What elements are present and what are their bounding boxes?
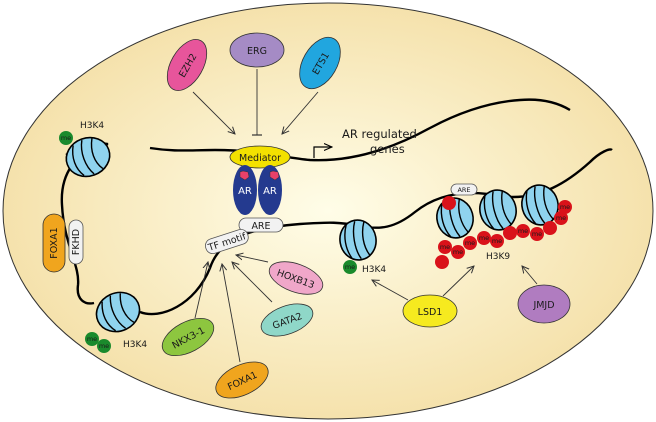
ets1-arrow xyxy=(282,91,319,134)
svg-text:Mediator: Mediator xyxy=(239,153,281,164)
androgen-ligand-left xyxy=(239,170,250,181)
hoxb13-arrow xyxy=(236,255,269,263)
svg-text:LSD1: LSD1 xyxy=(418,307,443,318)
genes-label-line1: AR regulated xyxy=(342,127,417,141)
methyl-middle: me xyxy=(343,260,357,274)
nkx3-1-protein: NKX3-1 xyxy=(161,317,215,357)
h3k4-label-top-left: H3K4 xyxy=(80,121,104,131)
svg-text:AR: AR xyxy=(263,186,277,197)
methyl-top-left: me xyxy=(59,131,73,145)
foxa1-bottom-arrow xyxy=(222,264,241,363)
nucleosome-middle xyxy=(339,219,377,261)
ar-left xyxy=(233,165,257,215)
methyl-red-7 xyxy=(503,226,517,240)
h3k9-label: H3K9 xyxy=(486,252,510,262)
nucleosome-right-1 xyxy=(436,197,474,239)
dna-strand-lower xyxy=(139,148,613,316)
ezh2-arrow xyxy=(192,91,235,134)
gata2-arrow xyxy=(232,262,273,303)
jmjd-protein: JMJD xyxy=(517,284,571,324)
svg-text:me: me xyxy=(87,335,97,343)
h3k4-label-middle: H3K4 xyxy=(362,265,386,275)
gata2-protein: GATA2 xyxy=(260,303,314,337)
methyl-red-2: me xyxy=(451,245,465,259)
methyl-bottom-left-1: me xyxy=(85,332,99,346)
svg-text:me: me xyxy=(99,342,109,350)
foxa1-left: FOXA1 xyxy=(42,213,66,273)
methyl-red-9: me xyxy=(530,227,544,241)
methyl-red-10 xyxy=(543,221,557,235)
methyl-red-3: me xyxy=(463,236,477,250)
methyl-red-13 xyxy=(442,196,456,210)
methyl-red-4 xyxy=(435,255,449,269)
svg-text:FKHD: FKHD xyxy=(71,229,82,255)
nucleosome-bottom-left xyxy=(95,291,141,333)
svg-text:ARE: ARE xyxy=(251,221,270,232)
are-element-right: ARE xyxy=(450,183,478,196)
androgen-ligand-right xyxy=(269,170,280,181)
methyl-red-5: me xyxy=(477,231,491,245)
svg-text:ERG: ERG xyxy=(247,46,267,57)
svg-text:me: me xyxy=(61,134,71,142)
mediator-complex: Mediator xyxy=(229,145,291,169)
methyl-red-8: me xyxy=(516,224,530,238)
gene-arrow xyxy=(313,147,332,158)
hoxb13-protein: HOXB13 xyxy=(268,261,324,295)
svg-text:AR: AR xyxy=(238,186,252,197)
svg-text:ARE: ARE xyxy=(457,186,470,194)
ar-dimer: AR AR xyxy=(233,165,282,215)
methyl-red-11: me xyxy=(554,211,568,225)
h3k4-label-bottom-left: H3K4 xyxy=(123,340,147,350)
fkhd-element: FKHD xyxy=(68,219,84,265)
svg-text:me: me xyxy=(492,237,502,245)
ets1-protein: ETS1 xyxy=(299,36,341,90)
erg-protein: ERG xyxy=(229,32,285,68)
methyl-red-1: me xyxy=(438,240,452,254)
methyl-red-6: me xyxy=(490,234,504,248)
methyl-bottom-left-2: me xyxy=(97,339,111,353)
svg-text:me: me xyxy=(532,230,542,238)
foxa1-bottom-protein: FOXA1 xyxy=(215,361,269,399)
svg-text:me: me xyxy=(465,239,475,247)
nkx3-1-arrow xyxy=(194,262,208,319)
methyl-red-12: me xyxy=(558,200,572,214)
lsd1-protein: LSD1 xyxy=(402,294,458,328)
svg-text:me: me xyxy=(518,227,528,235)
nucleosome-right-2 xyxy=(479,189,517,231)
ezh2-protein: EZH2 xyxy=(166,39,208,91)
nucleosome-top-left xyxy=(65,136,111,178)
svg-text:me: me xyxy=(453,248,463,256)
are-element-main: ARE xyxy=(238,217,284,233)
dna-strand-upper xyxy=(149,98,571,162)
svg-text:me: me xyxy=(479,234,489,242)
lsd1-to-middle-arrow xyxy=(372,280,409,301)
lsd1-to-h3k9-arrow xyxy=(442,266,474,297)
svg-text:FOXA1: FOXA1 xyxy=(49,227,60,258)
nucleosome-right-3 xyxy=(521,184,559,226)
jmjd-arrow xyxy=(522,266,538,285)
svg-text:JMJD: JMJD xyxy=(532,300,554,311)
genes-label-line2: genes xyxy=(370,142,405,156)
svg-text:me: me xyxy=(556,214,566,222)
svg-text:me: me xyxy=(440,243,450,251)
svg-text:me: me xyxy=(560,203,570,211)
svg-text:me: me xyxy=(345,263,355,271)
